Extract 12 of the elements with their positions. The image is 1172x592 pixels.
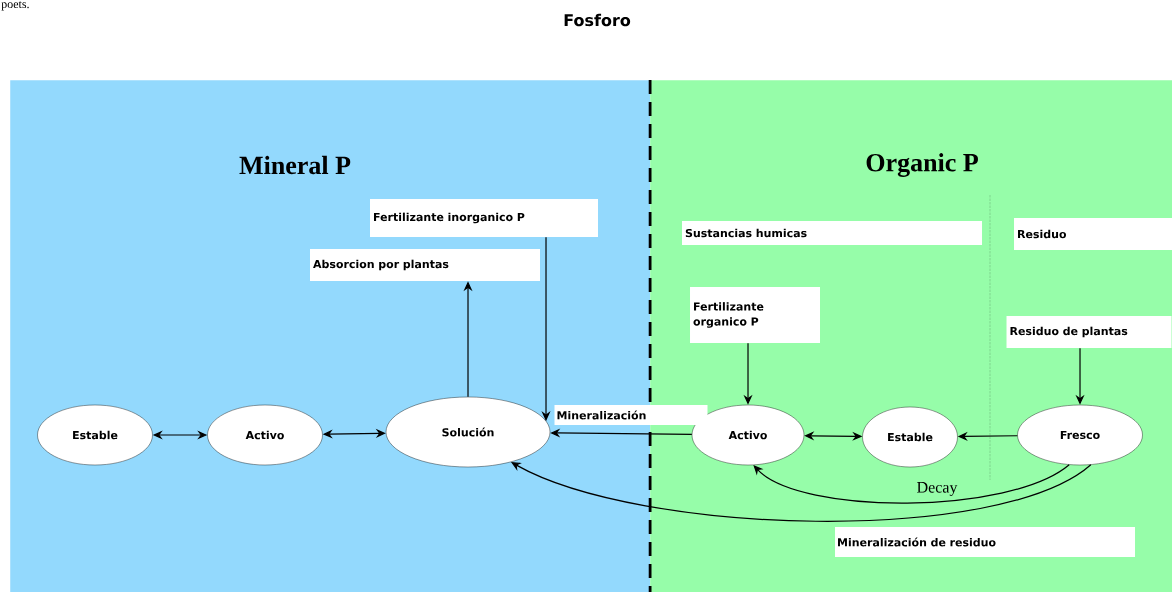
edge-label: Mineralización de residuo bbox=[835, 527, 1135, 557]
label-box: Absorcion por plantas bbox=[310, 249, 540, 281]
label-box: Fertilizante organico P bbox=[690, 287, 820, 343]
label-box: Fertilizante inorganico P bbox=[370, 199, 598, 237]
edge-label: Decay bbox=[915, 481, 959, 497]
label-box: Sustancias humicas bbox=[682, 221, 982, 245]
text-fragment: poets. bbox=[1, 1, 29, 11]
label-box: Residuo bbox=[1014, 218, 1172, 250]
edge-label: Mineralización bbox=[554, 405, 708, 425]
arrow bbox=[753, 464, 1070, 504]
title: Fosforo bbox=[564, 13, 631, 27]
label-box: Residuo de plantas bbox=[1006, 316, 1172, 348]
